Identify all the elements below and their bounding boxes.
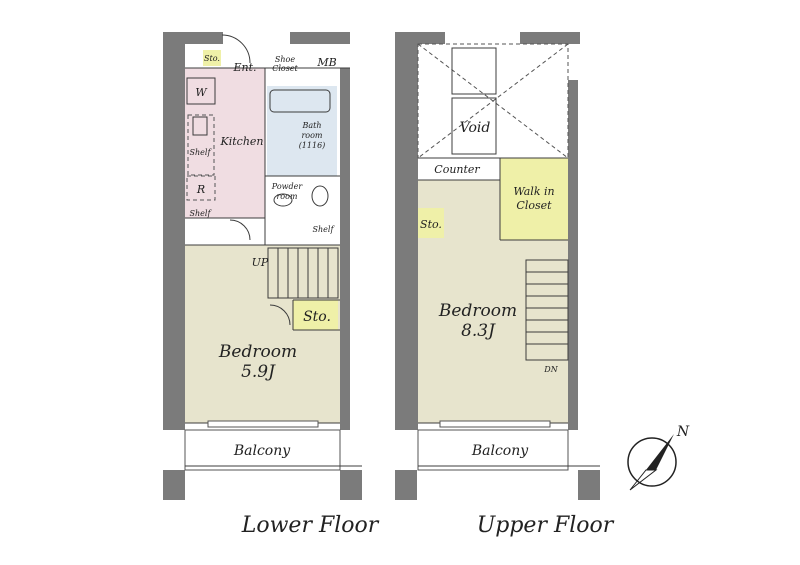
compass-north-label: N [676,424,690,440]
upper-north-wall-2 [520,32,580,44]
lower-north-wall-2 [290,32,350,44]
lower-north-wall [163,32,223,44]
kitchen-door-icon [229,219,251,241]
upper-balcony-window [439,420,551,428]
upper-east-wall [568,80,578,430]
storage-door-icon [269,304,291,326]
upper-storage-area [418,208,444,238]
upper-balcony-label: Balcony [471,443,529,459]
lower-up-label: UP [252,256,269,269]
lower-west-wall [163,32,185,430]
lower-floor-caption: Lower Floor [241,513,380,538]
kitchen-counter [187,114,215,176]
lower-balcony-window [207,420,319,428]
upper-bedroom-size: 8.3J [461,321,496,341]
lower-bedroom-label: Bedroom [218,342,297,362]
lower-balcony-area [184,429,341,471]
bath-shelf-label: Shelf [313,225,336,234]
lower-balcony-wall-right [340,470,362,500]
entrance-label: Ent. [232,61,256,74]
entry-door-icon [221,34,251,64]
stove-icon [192,116,208,136]
washer-fixture [186,77,216,105]
lower-storage-area [293,300,338,330]
lower-small-storage [203,50,221,66]
upper-balcony-wall-left [395,470,417,500]
upper-balcony-wall-right [578,470,600,500]
sink-icon [273,193,293,207]
void-area [417,43,569,159]
lower-balcony-label: Balcony [233,443,291,459]
lower-stairs [267,247,339,299]
upper-floor-caption: Upper Floor [477,513,615,538]
counter-label: Counter [434,163,480,176]
lower-bedroom-area [185,245,340,423]
upper-stairs [525,259,569,361]
lower-east-wall [340,68,350,430]
toilet-icon [311,185,329,207]
washer-label: W [195,86,208,99]
kitchen-label: Kitchen [220,135,264,148]
bathtub-icon [269,89,331,113]
upper-storage-label: Sto. [420,218,442,231]
kitchen-area [185,68,265,218]
upper-balcony-area [417,429,569,471]
lower-bedroom-size: 5.9J [241,362,276,382]
refrigerator-fixture [186,175,216,201]
upper-dn-label: DN [543,365,558,374]
lower-shelf-label: Shelf [190,209,213,218]
north-compass-icon: N [627,424,690,491]
refrigerator-label: R [196,183,205,196]
lower-balcony-wall-left [163,470,185,500]
upper-bedroom-label: Bedroom [438,301,517,321]
upper-west-wall [395,32,418,430]
lower-small-storage-label: Sto. [204,54,220,63]
void-label: Void [460,120,491,136]
upper-north-wall [395,32,445,44]
kitchen-shelf-label: Shelf [190,148,213,157]
bathroom-area [267,86,337,176]
walk-in-closet-area [500,158,568,240]
lower-storage-label: Sto. [303,309,331,325]
mb-label: MB [316,56,336,69]
